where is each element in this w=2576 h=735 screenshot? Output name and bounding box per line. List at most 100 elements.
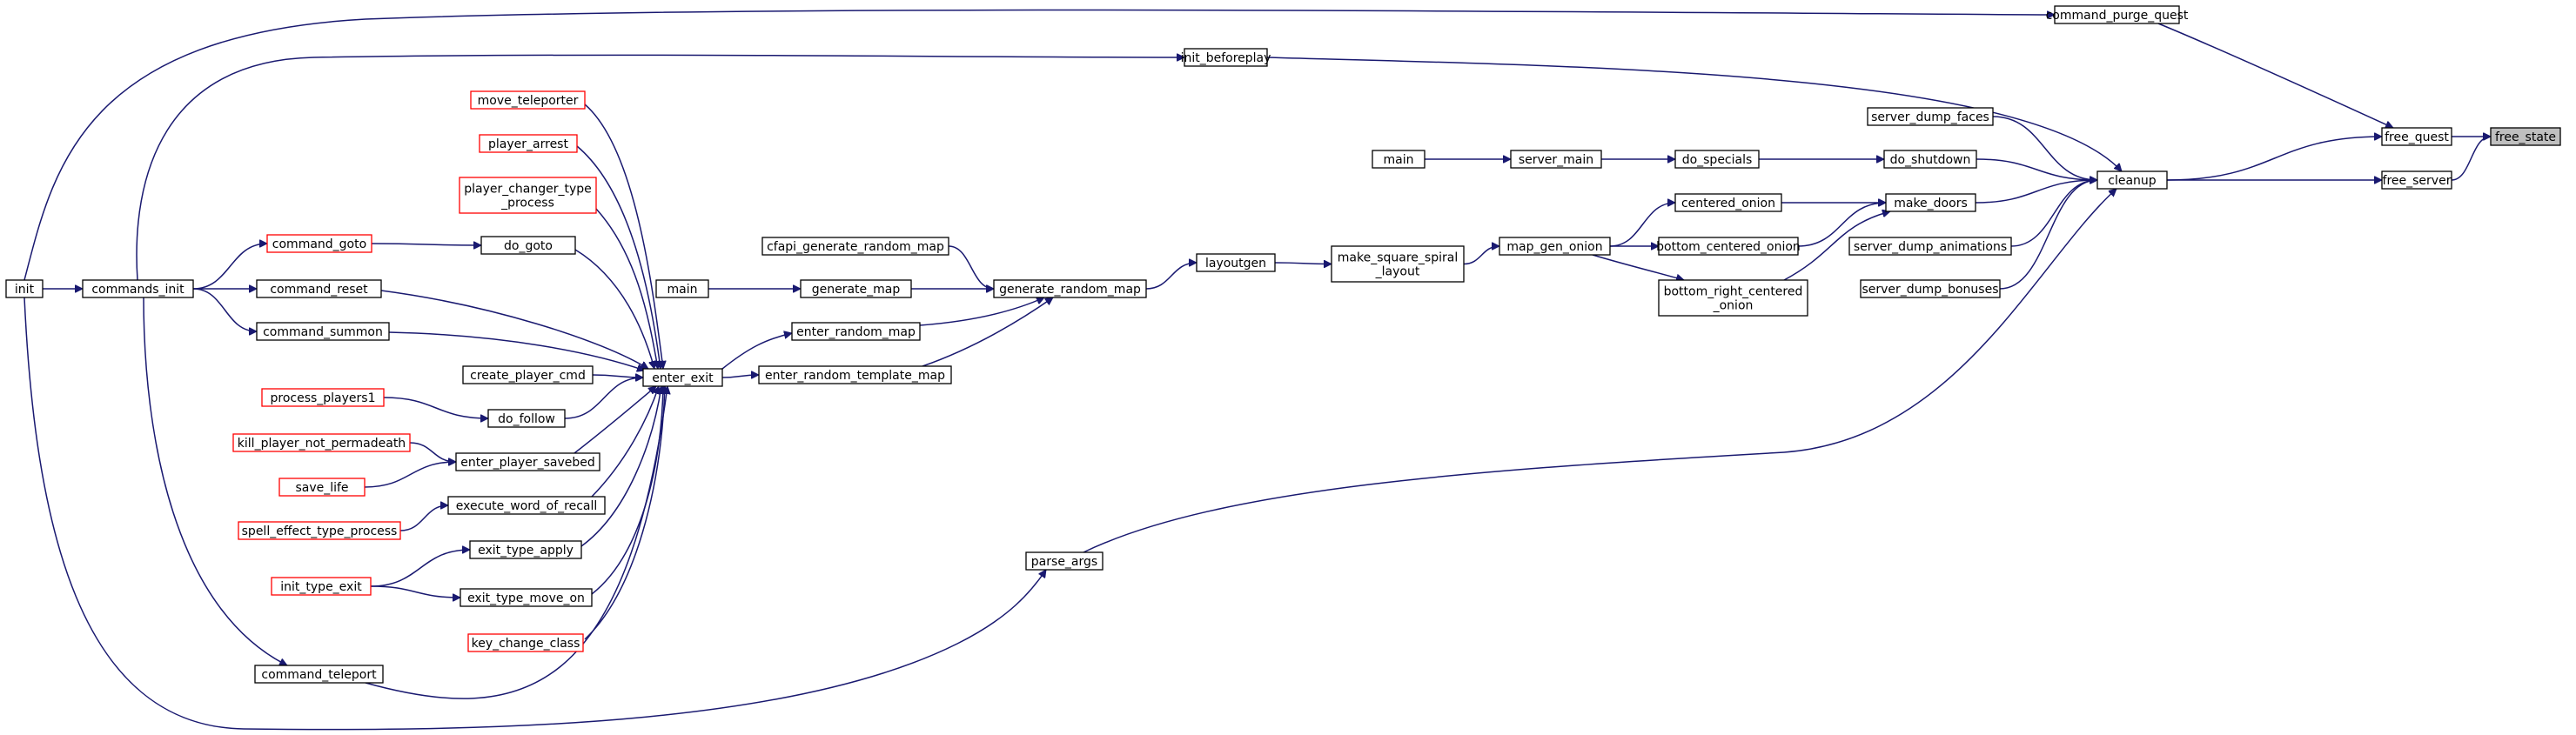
edge-line — [1463, 246, 1500, 265]
node-enter-random-template-map[interactable]: enter_random_template_map — [758, 365, 952, 384]
node-player-arrest[interactable]: player_arrest — [479, 134, 578, 153]
node-label: free_quest — [2385, 130, 2449, 144]
node-enter-exit[interactable]: enter_exit — [642, 368, 723, 387]
node-bottom-centered-onion[interactable]: bottom_centered_onion — [1656, 237, 1801, 256]
node-box — [232, 433, 411, 452]
node-box — [2381, 170, 2452, 190]
node-key-change-class[interactable]: key_change_class — [467, 633, 584, 652]
node-server-dump-faces[interactable]: server_dump_faces — [1867, 107, 1994, 126]
node-command-purge-quest[interactable]: command_purge_quest — [2046, 5, 2189, 24]
node-make-doors[interactable]: make_doors — [1885, 193, 1976, 212]
edge-server_dump_animations-to-cleanup — [2010, 180, 2097, 247]
node-map-gen-onion[interactable]: map_gen_onion — [1499, 237, 1611, 256]
node-label: init_beforeplay — [1181, 51, 1271, 65]
edge-process_players1-to-do_follow — [383, 397, 488, 418]
edge-line — [365, 386, 667, 699]
node-free-quest[interactable]: free_quest — [2381, 127, 2452, 146]
edge-line — [371, 244, 481, 245]
node-create-player-cmd[interactable]: create_player_cmd — [462, 365, 594, 384]
node-cleanup[interactable]: cleanup — [2096, 170, 2168, 190]
node-free-server[interactable]: free_server — [2381, 170, 2452, 190]
node-do-goto[interactable]: do_goto — [480, 236, 576, 255]
node-player-changer-type-process[interactable]: player_changer_type_process — [459, 177, 597, 214]
node-free-state[interactable]: free_state — [2490, 127, 2561, 146]
node-box — [758, 365, 952, 384]
node-init[interactable]: init — [5, 279, 44, 298]
node-move-teleporter[interactable]: move_teleporter — [470, 90, 586, 110]
node-init-type-exit[interactable]: init_type_exit — [271, 577, 372, 596]
node-label: exit_type_apply — [478, 544, 574, 558]
edge-line — [595, 208, 658, 369]
node-main-1[interactable]: main — [1372, 150, 1426, 169]
edge-line — [584, 104, 663, 369]
node-enter-random-map[interactable]: enter_random_map — [791, 322, 921, 341]
node-label: _onion — [1713, 299, 1754, 313]
node-spell-effect-type-process[interactable]: spell_effect_type_process — [238, 521, 401, 540]
node-box — [462, 365, 594, 384]
node-layoutgen[interactable]: layoutgen — [1196, 253, 1276, 272]
node-label: create_player_cmd — [470, 369, 586, 383]
node-main-2[interactable]: main — [655, 279, 709, 298]
node-exit-type-move-on[interactable]: exit_type_move_on — [460, 588, 593, 607]
edge-map_gen_onion-to-centered_onion — [1609, 203, 1675, 247]
edge-line — [364, 462, 456, 488]
edge-enter_random_template_map-to-generate_random_map — [922, 297, 1053, 367]
node-box — [1883, 150, 1977, 169]
node-box — [480, 236, 576, 255]
node-box — [655, 279, 709, 298]
node-bottom-right-centered-onion[interactable]: bottom_right_centered_onion — [1658, 279, 1808, 317]
node-box — [238, 521, 401, 540]
node-box — [470, 90, 586, 110]
node-generate-map[interactable]: generate_map — [800, 279, 912, 298]
node-command-goto[interactable]: command_goto — [266, 234, 372, 253]
edge-line — [948, 245, 995, 289]
edge-line — [1999, 180, 2097, 290]
node-kill-player-not-permadeath[interactable]: kill_player_not_permadeath — [232, 433, 411, 452]
node-centered-onion[interactable]: centered_onion — [1674, 193, 1782, 212]
node-label: player_changer_type — [464, 183, 592, 197]
node-label: enter_random_map — [796, 325, 916, 339]
node-exit-type-apply[interactable]: exit_type_apply — [469, 540, 582, 559]
node-process-players1[interactable]: process_players1 — [261, 388, 385, 407]
node-box — [487, 409, 566, 428]
node-label: move_teleporter — [478, 94, 579, 108]
edge-line — [383, 397, 488, 418]
node-label: cfapi_generate_random_map — [767, 240, 944, 254]
edge-line — [580, 386, 661, 547]
node-enter-player-savebed[interactable]: enter_player_savebed — [455, 452, 600, 471]
node-command-summon[interactable]: command_summon — [256, 322, 390, 341]
edge-line — [922, 297, 1053, 367]
node-command-teleport[interactable]: command_teleport — [254, 665, 384, 684]
node-command-reset[interactable]: command_reset — [256, 279, 382, 298]
node-box — [1848, 237, 2012, 256]
node-parse-args[interactable]: parse_args — [1025, 551, 1104, 571]
node-save-life[interactable]: save_life — [278, 478, 366, 497]
edge-init-to-command_purge_quest — [23, 9, 2055, 281]
node-commands-init[interactable]: commands_init — [82, 279, 194, 298]
node-label: init — [15, 283, 35, 297]
node-box — [82, 279, 194, 298]
node-init-beforeplay[interactable]: init_beforeplay — [1181, 48, 1271, 67]
node-make-square-spiral-layout[interactable]: make_square_spiral_layout — [1331, 245, 1465, 283]
node-box — [1867, 107, 1994, 126]
edge-line — [143, 297, 287, 666]
node-server-dump-bonuses[interactable]: server_dump_bonuses — [1860, 279, 2001, 298]
node-cfapi-generate-random-map[interactable]: cfapi_generate_random_map — [761, 237, 949, 256]
node-server-main[interactable]: server_main — [1510, 150, 1602, 169]
node-box — [1196, 253, 1276, 272]
edge-line — [1992, 116, 2097, 180]
node-server-dump-animations[interactable]: server_dump_animations — [1848, 237, 2012, 256]
node-label: _process — [500, 197, 554, 210]
node-execute-word-of-recall[interactable]: execute_word_of_recall — [447, 496, 606, 515]
node-do-follow[interactable]: do_follow — [487, 409, 566, 428]
node-box — [800, 279, 912, 298]
node-do-specials[interactable]: do_specials — [1674, 150, 1760, 169]
node-generate-random-map[interactable]: generate_random_map — [993, 279, 1147, 298]
edge-map_gen_onion-to-bottom_right_centered_onion — [1592, 254, 1684, 280]
node-box — [791, 322, 921, 341]
node-box — [1184, 48, 1268, 67]
edge-command_purge_quest-to-free_quest — [2157, 23, 2393, 128]
edge-layoutgen-to-make_square_spiral_layout — [1274, 263, 1332, 264]
node-do-shutdown[interactable]: do_shutdown — [1883, 150, 1977, 169]
node-label: parse_args — [1031, 555, 1097, 569]
